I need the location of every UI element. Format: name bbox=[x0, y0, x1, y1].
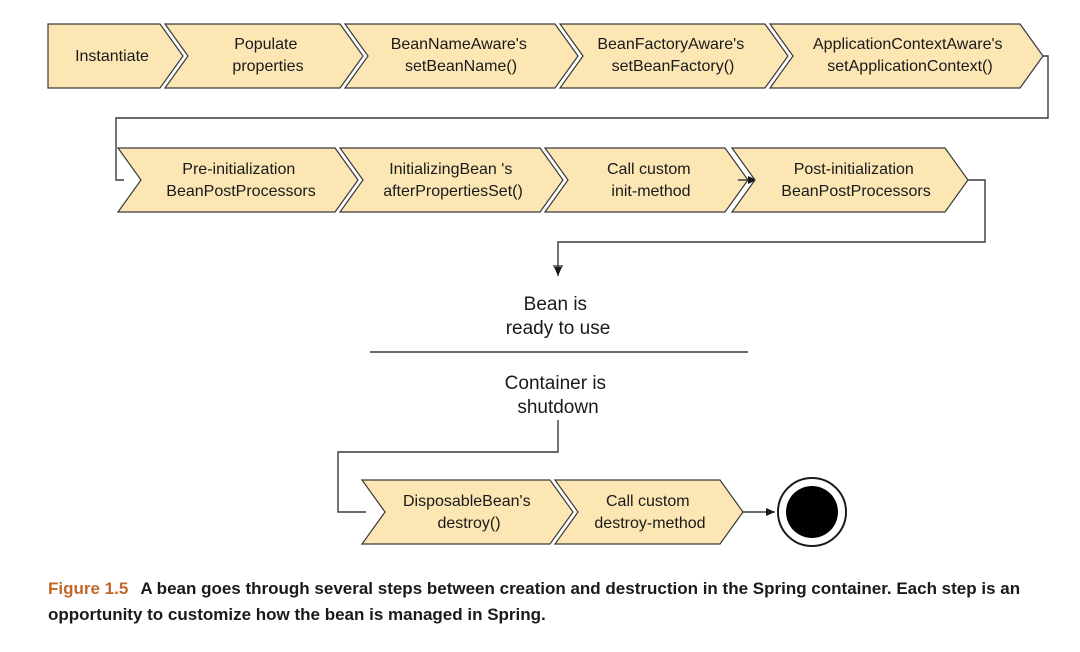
bean-ready-line: Bean is bbox=[524, 294, 587, 315]
container-shutdown-label: Container is shutdown bbox=[505, 373, 612, 418]
svg-text:InitializingBean 's aft: InitializingBean 's afterPropertiesSet() bbox=[383, 161, 523, 200]
step-custom-init-method: Call custom init-method bbox=[543, 147, 749, 213]
step-label-line: properties bbox=[232, 58, 303, 75]
step-label-line: BeanFactoryAware's bbox=[597, 36, 744, 53]
svg-text:DisposableBean's destroy: DisposableBean's destroy() bbox=[403, 493, 535, 532]
step-label-line: DisposableBean's bbox=[403, 493, 531, 510]
figure-label: Figure 1.5 bbox=[48, 579, 129, 598]
step-label-line: InitializingBean 's bbox=[389, 161, 512, 178]
svg-text:Populate properties: Populate properties bbox=[232, 36, 303, 75]
step-label-line: Call custom bbox=[607, 161, 691, 178]
bean-ready-line: ready to use bbox=[506, 318, 611, 339]
connector-row2-to-ready bbox=[554, 179, 986, 276]
step-custom-destroy-method: Call custom destroy-method bbox=[553, 479, 744, 545]
container-shutdown-line: shutdown bbox=[517, 397, 598, 418]
svg-text:BeanFactoryAware's setBe: BeanFactoryAware's setBeanFactory() bbox=[597, 36, 748, 75]
svg-text:Call custom init-method: Call custom init-method bbox=[607, 161, 695, 200]
container-shutdown-line: Container is bbox=[505, 373, 606, 394]
step-label-line: Instantiate bbox=[75, 48, 149, 65]
step-bean-factory-aware: BeanFactoryAware's setBeanFactory() bbox=[558, 23, 789, 89]
step-bean-name-aware: BeanNameAware's setBeanName() bbox=[343, 23, 579, 89]
step-label-line: Post-initialization bbox=[794, 161, 914, 178]
svg-text:Instantiate: Instantiate bbox=[75, 48, 149, 65]
step-label-line: BeanNameAware's bbox=[391, 36, 527, 53]
connector-shutdown-to-row3 bbox=[337, 420, 559, 513]
step-label-line: BeanPostProcessors bbox=[781, 183, 930, 200]
step-disposable-bean: DisposableBean's destroy() bbox=[360, 479, 574, 545]
step-label-line: setBeanName() bbox=[405, 58, 517, 75]
connector-row1-to-row2 bbox=[115, 55, 1049, 181]
step-label-line: Pre-initialization bbox=[182, 161, 295, 178]
step-label-line: setApplicationContext() bbox=[827, 58, 992, 75]
svg-text:Call custom destroy-meth: Call custom destroy-method bbox=[594, 493, 705, 532]
step-label-line: destroy-method bbox=[594, 515, 705, 532]
svg-text:Post-initialization Bean: Post-initialization BeanPostProcessors bbox=[781, 161, 930, 200]
bean-lifecycle-diagram: Instantiate Populate properties BeanName… bbox=[47, 23, 1049, 547]
step-label-line: Call custom bbox=[606, 493, 690, 510]
figure-caption-text: A bean goes through several steps betwee… bbox=[48, 579, 1021, 624]
step-label-line: init-method bbox=[611, 183, 690, 200]
step-pre-initialization: Pre-initialization BeanPostProcessors bbox=[116, 147, 359, 213]
step-label-line: Populate bbox=[234, 36, 297, 53]
svg-text:BeanNameAware's setBeanN: BeanNameAware's setBeanName() bbox=[391, 36, 532, 75]
end-state-icon bbox=[777, 477, 847, 547]
step-label-line: ApplicationContextAware's bbox=[813, 36, 1003, 53]
step-application-context-aware: ApplicationContextAware's setApplication… bbox=[768, 23, 1044, 89]
bean-ready-label: Bean is ready to use bbox=[506, 294, 611, 339]
step-post-initialization: Post-initialization BeanPostProcessors bbox=[730, 147, 969, 213]
step-label-line: BeanPostProcessors bbox=[166, 183, 315, 200]
svg-text:Pre-initialization BeanP: Pre-initialization BeanPostProcessors bbox=[166, 161, 315, 200]
step-label-line: afterPropertiesSet() bbox=[383, 183, 523, 200]
step-instantiate: Instantiate bbox=[47, 23, 184, 89]
svg-text:ApplicationContextAware's: ApplicationContextAware's setApplication… bbox=[813, 36, 1007, 75]
step-label-line: setBeanFactory() bbox=[612, 58, 735, 75]
step-label-line: destroy() bbox=[437, 515, 500, 532]
step-initializing-bean: InitializingBean 's afterPropertiesSet() bbox=[338, 147, 564, 213]
step-populate-properties: Populate properties bbox=[163, 23, 364, 89]
